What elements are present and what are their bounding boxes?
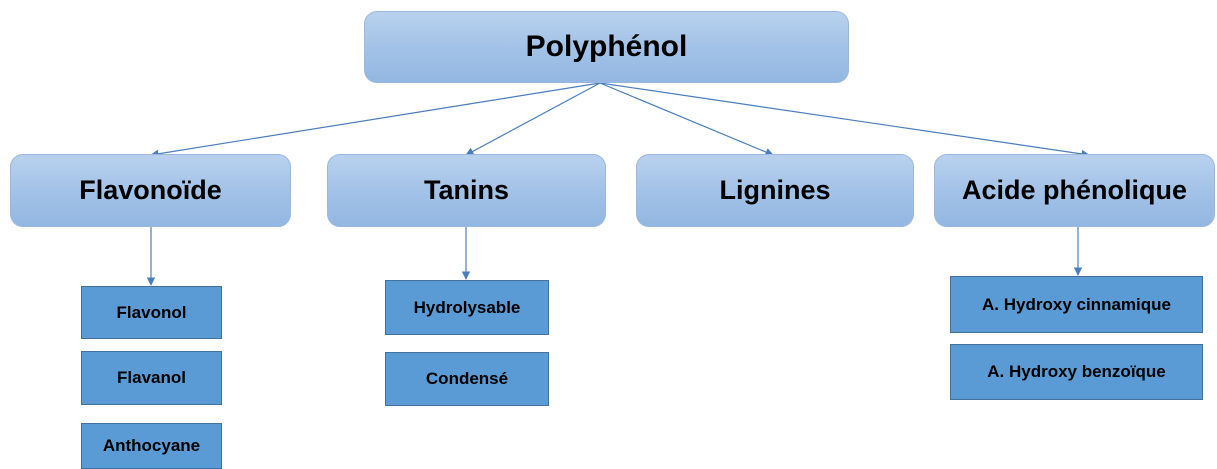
connector-root-to-tanins — [465, 82, 601, 156]
category-label: Lignines — [719, 175, 831, 205]
leaf-label: Condensé — [425, 369, 509, 388]
leaf-label: Hydrolysable — [413, 297, 521, 317]
connector-root-to-lignines — [599, 82, 774, 156]
leaf-label: Anthocyane — [102, 436, 201, 455]
connector-root-to-acide-phenolique — [599, 82, 1090, 159]
leaf-node-hydrolysable: Hydrolysable — [385, 280, 549, 335]
root-node-polyphenol: Polyphénol — [364, 11, 849, 83]
category-label: Acide phénolique — [961, 175, 1188, 205]
leaf-label: Flavonol — [116, 302, 187, 322]
connector-root-to-flavonoide — [150, 82, 601, 158]
leaf-label: A. Hydroxy benzoïque — [987, 362, 1166, 381]
category-node-lignines: Lignines — [636, 154, 914, 227]
root-node-label: Polyphénol — [525, 30, 688, 63]
category-node-flavonoide: Flavonoïde — [10, 154, 291, 227]
category-node-tanins: Tanins — [327, 154, 606, 227]
leaf-node-hydroxy-benzoique: A. Hydroxy benzoïque — [950, 344, 1203, 400]
category-label: Flavonoïde — [79, 175, 222, 205]
leaf-node-flavanol: Flavanol — [81, 351, 222, 405]
leaf-node-anthocyane: Anthocyane — [81, 423, 222, 469]
leaf-node-hydroxy-cinnamique: A. Hydroxy cinnamique — [950, 276, 1203, 333]
leaf-label: Flavanol — [117, 368, 186, 387]
leaf-node-flavonol: Flavonol — [81, 286, 222, 339]
leaf-label: A. Hydroxy cinnamique — [982, 294, 1171, 314]
category-node-acide-phenolique: Acide phénolique — [934, 154, 1215, 227]
category-label: Tanins — [423, 175, 509, 205]
leaf-node-condense: Condensé — [385, 352, 549, 406]
